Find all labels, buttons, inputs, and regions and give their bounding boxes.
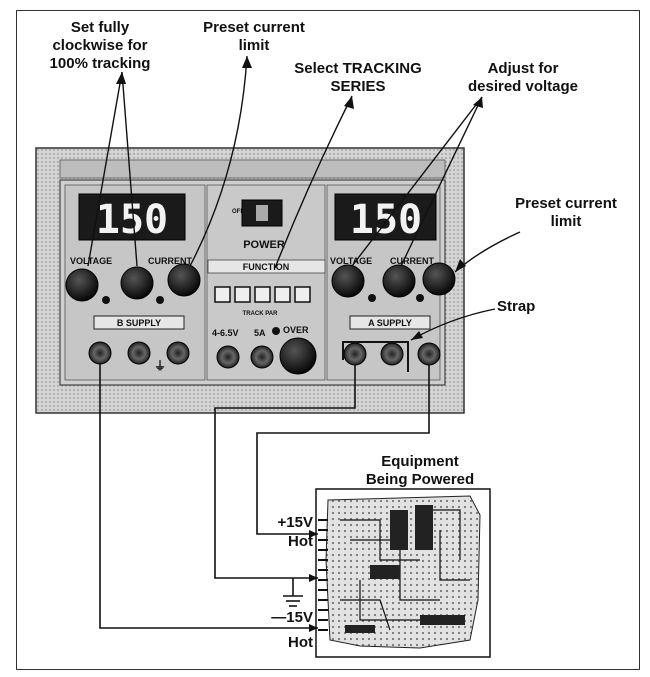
function-button-1[interactable] [214, 286, 231, 303]
ground-symbol-icon: ⏚ [154, 359, 166, 373]
label-plus-15v: +15V [278, 514, 313, 531]
fixed-amp-label: 5A [254, 328, 266, 338]
display-a-value: 150 [350, 197, 422, 243]
wire-plus-15v [256, 365, 430, 535]
callout-tracking-line-3: 100% tracking [50, 55, 151, 72]
equipment-label-line-1: Equipment [381, 453, 459, 470]
function-button-par[interactable] [274, 286, 291, 303]
fixed-jack-minus[interactable] [216, 345, 240, 369]
cc-indicator-b [156, 296, 164, 304]
voltage-label-a: VOLTAGE [330, 256, 372, 266]
a-supply-label-box [349, 315, 431, 330]
callout-tracking: Set fully clockwise for 100% tracking [50, 19, 151, 72]
cv-indicator-a [368, 294, 376, 302]
callout-adjust-line-1: Adjust for [488, 60, 559, 77]
strap-wire [342, 341, 409, 372]
current-label-a: CURRENT [390, 256, 435, 266]
leader-adjust-b [400, 96, 483, 267]
meter-knob[interactable] [279, 337, 317, 375]
over-label: OVER [283, 325, 309, 335]
power-switch[interactable] [241, 199, 283, 227]
edge-connector [318, 519, 328, 631]
leader-tracking-b [121, 71, 138, 267]
fixed-output-label: 4-6.5V [212, 328, 239, 338]
function-button-2[interactable] [234, 286, 251, 303]
callout-select-tracking: Select TRACKING SERIES [294, 60, 422, 95]
b-supply-label: B SUPPLY [117, 318, 161, 328]
current-knob-b[interactable] [167, 263, 201, 297]
a-jack-plus[interactable] [417, 342, 441, 366]
cc-indicator-a [416, 294, 424, 302]
callout-select-line-2: SERIES [330, 78, 385, 95]
label-minus-15v: —15V [271, 609, 313, 626]
voltage-knob-a[interactable] [331, 264, 365, 298]
b-jack-minus[interactable] [88, 341, 112, 365]
a-jack-minus[interactable] [343, 342, 367, 366]
function-button-track[interactable] [254, 286, 271, 303]
equipment-board: Equipment Being Powered [315, 453, 491, 658]
over-indicator [272, 327, 280, 335]
label-plus-hot: Hot [288, 533, 313, 550]
function-label-box [207, 259, 326, 274]
leader-tracking-a [87, 71, 123, 267]
pcb-chips [345, 505, 465, 633]
callout-preset-right-line-2: limit [551, 213, 582, 230]
leader-select [274, 95, 353, 269]
fixed-jack-plus[interactable] [250, 345, 274, 369]
display-a [334, 193, 437, 241]
function-buttons-label: TRACK PAR [243, 311, 279, 317]
wiring [99, 364, 430, 629]
power-label: POWER [243, 239, 285, 251]
function-buttons [214, 286, 311, 303]
callout-tracking-line-2: clockwise for [52, 37, 147, 54]
power-off-label: OFF [232, 209, 244, 215]
callout-preset-left-line-1: Preset current [203, 19, 305, 36]
voltage-label-b: VOLTAGE [70, 256, 112, 266]
wire-arrowheads [309, 530, 318, 632]
b-jack-ground[interactable] [127, 341, 151, 365]
equipment-label-line-2: Being Powered [366, 471, 474, 488]
callout-tracking-line-1: Set fully [71, 19, 130, 36]
chassis-top-strip [59, 159, 446, 179]
leader-adjust-a [351, 96, 483, 267]
function-label: FUNCTION [243, 262, 290, 272]
leader-arrowheads [116, 56, 483, 340]
power-switch-rocker [256, 205, 268, 221]
current-knob-a-fine[interactable] [382, 264, 416, 298]
callout-adjust-line-2: desired voltage [468, 78, 578, 95]
a-jack-ground[interactable] [380, 342, 404, 366]
current-label-b: CURRENT [148, 256, 193, 266]
tracking-knob-b[interactable] [120, 266, 154, 300]
ground-symbol [283, 578, 303, 607]
voltage-knob-b[interactable] [65, 268, 99, 302]
callout-preset-right-line-1: Preset current [515, 195, 617, 212]
label-minus-hot: Hot [288, 634, 313, 651]
callout-preset-right: Preset current limit [515, 195, 617, 230]
b-supply-label-box [93, 315, 185, 330]
leader-lines [87, 55, 521, 341]
figure-frame [16, 10, 640, 670]
leader-preset-left [189, 55, 248, 267]
callout-adjust-voltage: Adjust for desired voltage [468, 60, 578, 95]
b-jack-plus[interactable] [166, 341, 190, 365]
wire-ground [214, 365, 356, 579]
callout-preset-left-line-2: limit [239, 37, 270, 54]
function-button-5[interactable] [294, 286, 311, 303]
callout-strap: Strap [497, 298, 535, 315]
wire-minus-15v [99, 364, 318, 629]
callout-preset-left: Preset current limit [203, 19, 305, 54]
current-knob-a[interactable] [422, 262, 456, 296]
callout-select-line-1: Select TRACKING [294, 60, 422, 77]
a-supply-label: A SUPPLY [368, 318, 412, 328]
cv-indicator-b [102, 296, 110, 304]
